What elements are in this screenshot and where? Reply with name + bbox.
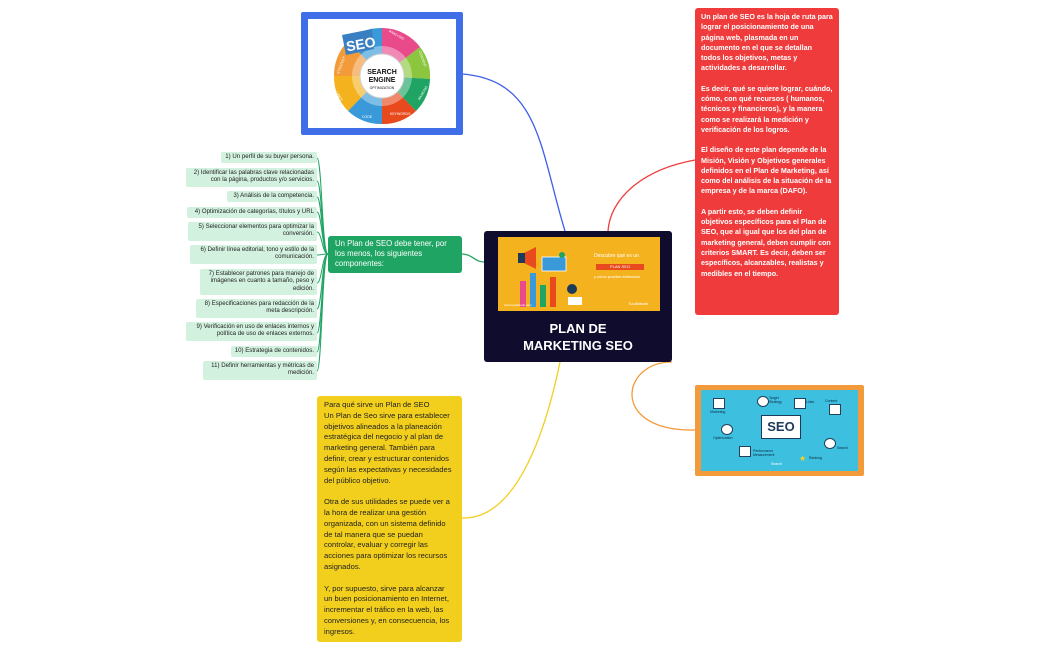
definition-paragraph: Un plan de SEO es la hoja de ruta para l… — [701, 12, 833, 73]
definition-paragraph: El diseño de este plan depende de la Mis… — [701, 145, 832, 196]
component-label: 10) Estrategia de contenidos. — [234, 347, 314, 354]
component-label: 2) Identificar las palabras clave relaci… — [193, 169, 314, 184]
component-label: 11) Definir herramientas y métricas de m… — [211, 362, 314, 377]
icon-label-marketing: Marketing — [710, 410, 726, 414]
component-item[interactable]: 11) Definir herramientas y métricas de m… — [203, 361, 317, 380]
component-item[interactable]: 4) Optimización de categorías, títulos y… — [187, 207, 317, 218]
component-item[interactable]: 1) Un perfil de su buyer persona. — [221, 152, 317, 163]
marketing-illustration — [518, 247, 582, 307]
icon-label-performance: Performance Measurement — [753, 449, 775, 457]
component-label: 1) Un perfil de su buyer persona. — [225, 153, 314, 160]
central-topic[interactable]: Descubre qué es un PLAN SEO y cómo puede… — [484, 231, 672, 362]
icon-label-content: Content — [825, 399, 838, 403]
component-item[interactable]: 3) Análisis de la competencia. — [227, 191, 317, 202]
illustration-url: www.tuuattitude.com — [504, 303, 532, 307]
wheel-center-line3: OPTIMIZATION — [369, 86, 395, 90]
component-label: 4) Optimización de categorías, títulos y… — [194, 208, 314, 215]
purpose-paragraph: Otra de sus utilidades se puede ver a la… — [324, 497, 450, 571]
component-item[interactable]: 8) Especificaciones para redacción de la… — [196, 299, 317, 318]
seo-icons-panel: SEO Marketing Target Strategy Links Cont… — [701, 390, 858, 471]
central-topic-title: PLAN DE MARKETING SEO — [484, 320, 672, 354]
seo-plan-definition-note: Un plan de SEO es la hoja de ruta para l… — [695, 8, 839, 315]
definition-paragraph: Es decir, qué se quiere lograr, cuándo, … — [701, 83, 833, 134]
seo-plan-purpose-note: Para qué sirve un Plan de SEO Un Plan de… — [317, 396, 462, 642]
component-item[interactable]: 2) Identificar las palabras clave relaci… — [186, 168, 317, 187]
component-item[interactable]: 5) Seleccionar elementos para optimizar … — [188, 222, 317, 241]
components-topic-text: Un Plan de SEO debe tener, por los menos… — [335, 239, 447, 268]
central-title-line2: MARKETING SEO — [523, 338, 633, 353]
seo-center-box: SEO — [761, 415, 801, 439]
illustration-brand: TuuAttitude — [628, 301, 649, 306]
illustration-text-line3: y cómo puedes elaborarlo — [594, 274, 641, 279]
component-item[interactable]: 10) Estrategia de contenidos. — [231, 346, 317, 357]
illustration-text-line1: Descubre qué es un — [594, 253, 639, 259]
definition-paragraph: A partir esto, se deben definir objetivo… — [701, 206, 831, 278]
components-topic[interactable]: Un Plan de SEO debe tener, por los menos… — [328, 236, 462, 273]
purpose-paragraph: Para qué sirve un Plan de SEO Un Plan de… — [324, 400, 452, 485]
seo-icons-image: SEO Marketing Target Strategy Links Cont… — [695, 385, 864, 476]
seo-icons-brand: Search — [771, 462, 783, 466]
icon-label-optimization: Optimization — [713, 436, 733, 440]
component-item[interactable]: 9) Verificación en uso de enlaces intern… — [186, 322, 317, 341]
component-label: 8) Especificaciones para redacción de la… — [204, 300, 314, 315]
search-icon — [824, 438, 836, 449]
wheel-segment-code: CODE — [362, 115, 373, 119]
illustration-text-line2: PLAN SEO — [596, 264, 644, 270]
component-label: 9) Verificación en uso de enlaces intern… — [196, 323, 314, 338]
purpose-paragraph: Y, por supuesto, sirve para alcanzar un … — [324, 583, 450, 636]
component-label: 7) Establecer patrones para manejo de im… — [208, 270, 314, 292]
icon-label-search: Search — [837, 446, 849, 450]
component-item[interactable]: 7) Establecer patrones para manejo de im… — [200, 269, 317, 295]
wheel-center-line2: ENGINE — [368, 77, 396, 84]
star-icon: ★ — [799, 454, 807, 463]
component-label: 3) Análisis de la competencia. — [233, 192, 314, 199]
megaphone-icon — [713, 398, 725, 409]
icon-label-ranking: Ranking — [809, 456, 822, 460]
seo-wheel-graphic — [333, 27, 431, 125]
content-icon — [829, 404, 841, 415]
icon-label-links: Links — [806, 400, 815, 404]
component-label: 6) Definir línea editorial, tono y estil… — [200, 246, 314, 261]
central-title-line1: PLAN DE — [549, 321, 607, 336]
icon-label-target: Target Strategy — [769, 396, 783, 404]
wheel-segment-keywords: KEYWORDS — [390, 112, 411, 116]
links-icon — [794, 398, 806, 409]
wheel-center-line1: SEARCH — [367, 69, 397, 76]
central-topic-image: Descubre qué es un PLAN SEO y cómo puede… — [498, 237, 660, 311]
target-icon — [757, 396, 769, 407]
component-item[interactable]: 6) Definir línea editorial, tono y estil… — [190, 245, 317, 264]
seo-wheel-image: SEO SEARCH ENGINE OPTIMIZATION ANALYSIS … — [301, 12, 463, 135]
chart-icon — [739, 446, 751, 457]
gear-icon — [721, 424, 733, 435]
seo-wheel-image-frame: SEO SEARCH ENGINE OPTIMIZATION ANALYSIS … — [308, 19, 456, 128]
component-label: 5) Seleccionar elementos para optimizar … — [198, 223, 315, 238]
